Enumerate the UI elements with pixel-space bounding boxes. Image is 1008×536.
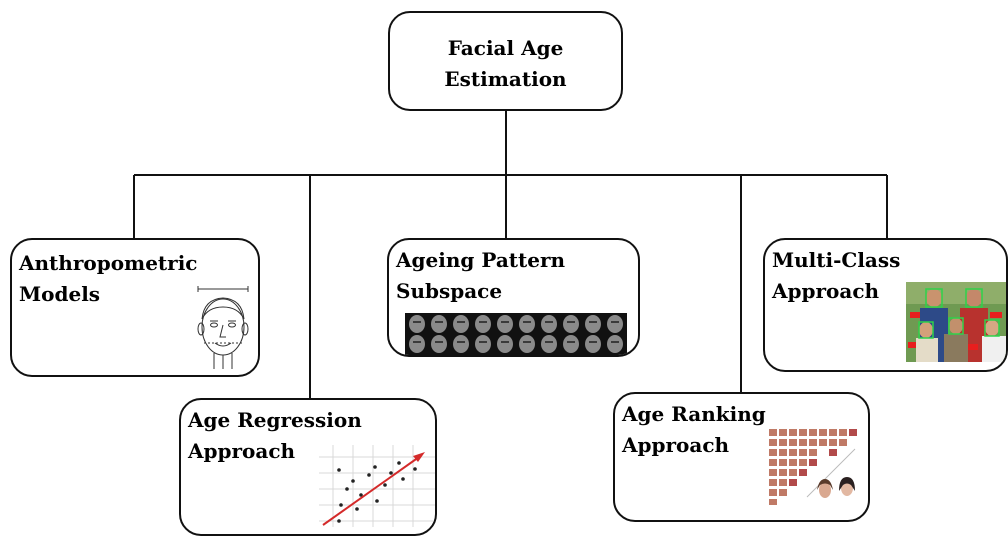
ranking-collage-image bbox=[769, 429, 857, 505]
node-label: Age Regression Approach bbox=[188, 408, 362, 463]
group-photo-detection-image bbox=[906, 282, 1006, 362]
node-label: Anthropometric Models bbox=[19, 251, 198, 306]
node-ageing-pattern-subspace: Ageing Pattern Subspace bbox=[387, 238, 640, 357]
node-age-ranking-approach: Age Ranking Approach bbox=[613, 392, 870, 522]
root-node-label: Facial Age Estimation bbox=[444, 36, 567, 91]
regression-plot-icon bbox=[319, 445, 435, 527]
face-sequence-strip-image bbox=[405, 313, 627, 355]
node-multi-class-approach: Multi-Class Approach bbox=[763, 238, 1008, 372]
node-label: Age Ranking Approach bbox=[622, 402, 766, 457]
node-anthropometric-models: Anthropometric Models bbox=[10, 238, 260, 377]
root-node-facial-age-estimation: Facial Age Estimation bbox=[388, 11, 623, 111]
face-sketch-icon bbox=[197, 286, 249, 369]
node-label: Ageing Pattern Subspace bbox=[396, 248, 566, 303]
node-age-regression-approach: Age Regression Approach bbox=[179, 398, 437, 536]
node-label: Multi-Class Approach bbox=[772, 248, 901, 303]
